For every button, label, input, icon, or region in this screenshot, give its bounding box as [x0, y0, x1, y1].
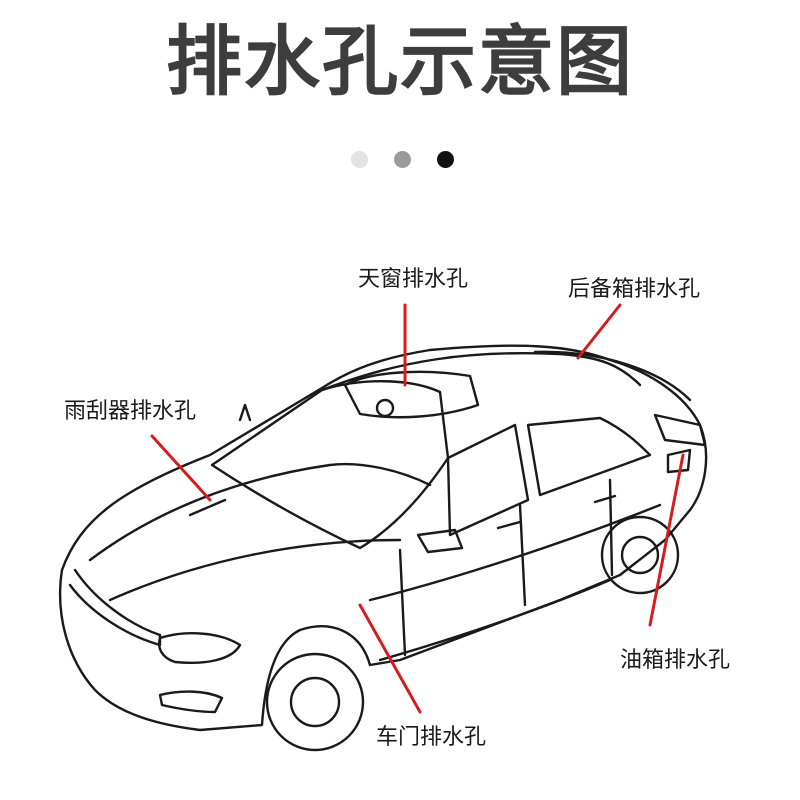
fuel-door: [666, 448, 692, 474]
page-title: 排水孔示意图: [166, 17, 634, 106]
pointer-fuel-tank: [648, 453, 685, 627]
pointer-trunk: [576, 303, 622, 360]
fog-light: [158, 690, 224, 714]
rear-wheel: [600, 515, 680, 595]
front-door-window: [446, 423, 530, 537]
headlight: [158, 632, 242, 664]
side-mirror: [416, 528, 464, 554]
wiper-blade: [188, 498, 227, 517]
hood-crease: [88, 462, 432, 562]
roof-line: [320, 351, 642, 392]
pointer-wiper: [150, 434, 212, 502]
windshield: [210, 380, 450, 550]
side-crease: [368, 503, 662, 602]
rear-door-line: [608, 478, 614, 577]
rocker-panel: [378, 578, 612, 662]
label-fuel-tank-drain: 油箱排水孔: [620, 648, 731, 673]
carousel-indicator: [351, 151, 461, 169]
taillight: [653, 413, 707, 447]
sunroof-drain-mark: [375, 398, 395, 418]
carousel-dot-3-active[interactable]: [437, 151, 454, 168]
car-body-outline: [58, 344, 708, 732]
rear-wheel-hub: [620, 535, 660, 575]
label-trunk-drain: 后备箱排水孔: [568, 277, 701, 302]
front-door-handle: [496, 520, 522, 530]
front-wheel-hub: [289, 676, 341, 728]
label-door-drain: 车门排水孔: [376, 725, 487, 750]
antenna: [238, 403, 252, 422]
carousel-dot-1[interactable]: [351, 151, 368, 168]
grille: [68, 568, 162, 647]
trunk-lid: [533, 350, 692, 402]
rear-door-window: [526, 416, 652, 497]
rear-door-handle: [593, 494, 617, 504]
pointer-door: [358, 603, 422, 714]
sunroof: [343, 370, 480, 419]
carousel-dot-2[interactable]: [394, 151, 411, 168]
front-door-line: [398, 548, 407, 657]
hood-centerline: [108, 538, 402, 602]
label-wiper-drain: 雨刮器排水孔: [64, 399, 197, 424]
front-wheel: [265, 652, 365, 752]
label-sunroof-drain: 天窗排水孔: [358, 267, 469, 292]
